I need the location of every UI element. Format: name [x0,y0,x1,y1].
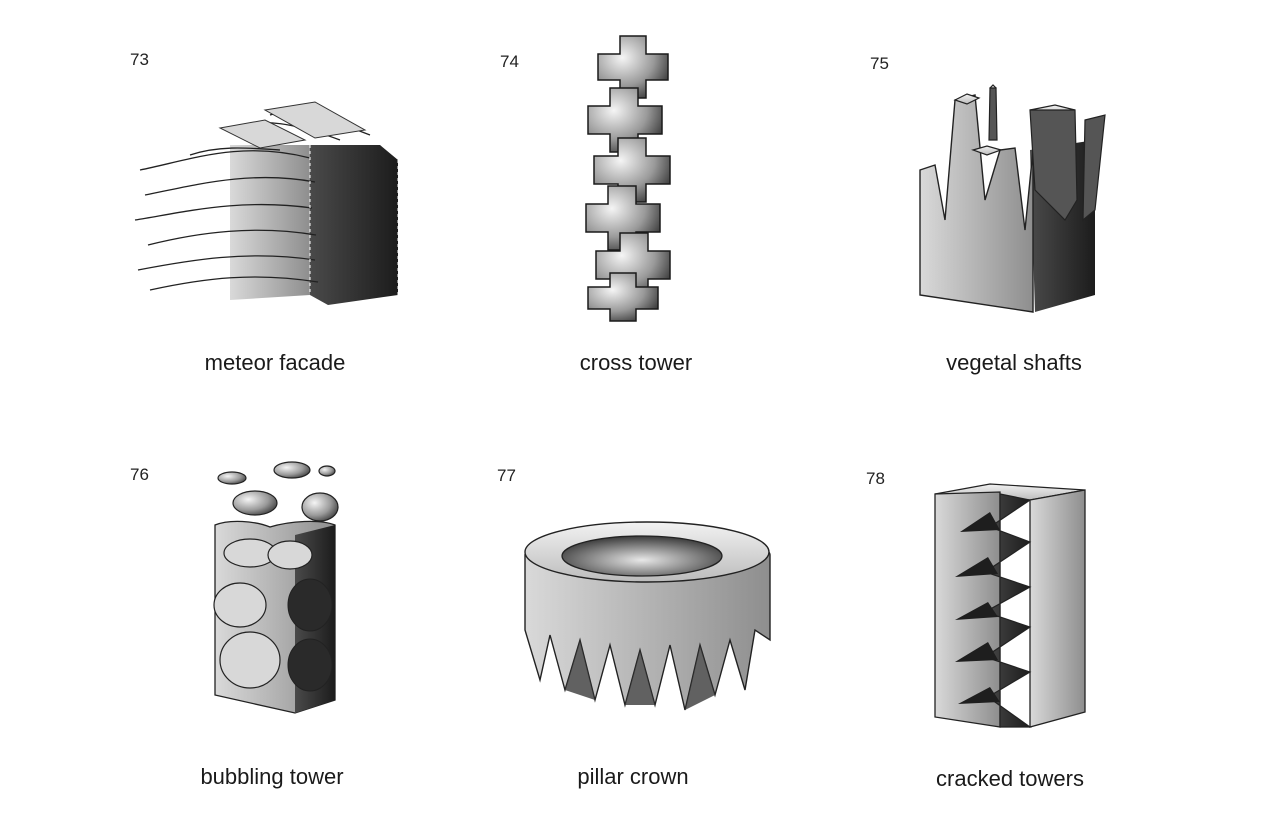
figure-caption: cracked towers [936,766,1084,791]
figure-number: 78 [866,469,885,488]
figure-number: 74 [500,52,519,71]
figure-number: 76 [130,465,149,484]
figure-caption: meteor facade [204,350,346,375]
figure-number: 77 [497,466,516,485]
figure-caption: pillar crown [577,764,689,789]
vegetal-shafts-icon [919,84,1106,313]
figure-number: 75 [870,54,889,73]
figure-caption: bubbling tower [200,764,344,789]
figure-caption: vegetal shafts [946,350,1082,375]
cross-tower-icon [585,35,671,322]
figure-number: 73 [130,50,149,69]
meteor-facade-icon [134,101,399,305]
bubbling-tower-icon [213,461,339,714]
pillar-crown-icon [524,521,771,711]
cracked-towers-icon [934,483,1086,728]
figure-caption: cross tower [579,350,693,375]
